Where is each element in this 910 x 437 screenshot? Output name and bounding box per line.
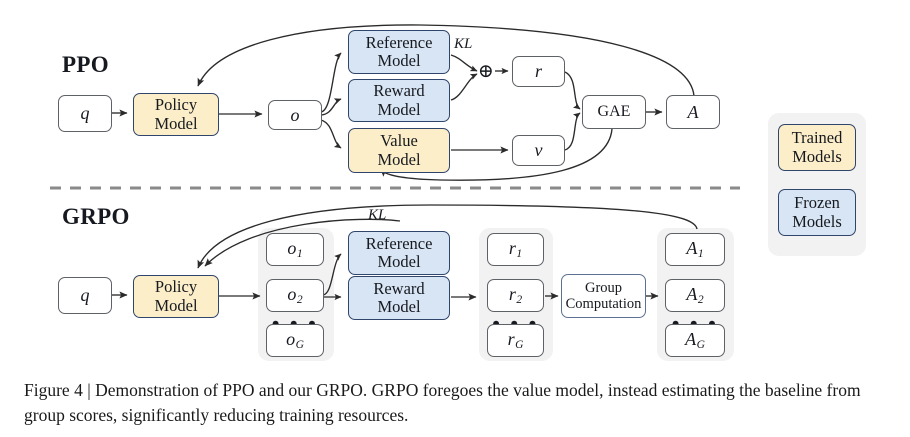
grpo-query-node: q	[58, 277, 112, 314]
ppo-gae-node: GAE	[582, 95, 646, 129]
grpo-output-2: o2	[266, 279, 324, 312]
ppo-kl-label: KL	[454, 36, 473, 52]
grpo-advantage-1: A1	[665, 233, 725, 266]
grpo-reward-1: r1	[487, 233, 544, 266]
ppo-value-estimate-node: v	[512, 135, 565, 166]
ppo-section-title: PPO	[62, 52, 109, 77]
legend-frozen-models: Frozen Models	[778, 189, 856, 236]
grpo-advantage-g: AG	[665, 324, 725, 357]
figure-caption: Figure 4 | Demonstration of PPO and our …	[24, 380, 861, 425]
ppo-policy-model-node: Policy Model	[133, 93, 219, 136]
grpo-reward-2: r2	[487, 279, 544, 312]
ppo-output-node: o	[268, 100, 322, 130]
ppo-advantage-node: A	[666, 95, 720, 129]
legend-trained-models: Trained Models	[778, 124, 856, 171]
grpo-reward-model-node: Reward Model	[348, 276, 450, 320]
ppo-reward-model-node: Reward Model	[348, 79, 450, 122]
ppo-reward-value-node: r	[512, 56, 565, 87]
grpo-output-1: o1	[266, 233, 324, 266]
ppo-reference-model-node: Reference Model	[348, 30, 450, 74]
grpo-policy-model-node: Policy Model	[133, 275, 219, 318]
grpo-advantage-2: A2	[665, 279, 725, 312]
ppo-value-model-node: Value Model	[348, 128, 450, 173]
ppo-query-node: q	[58, 95, 112, 132]
grpo-section-title: GRPO	[62, 204, 130, 229]
ppo-plus-operator-icon: ⊕	[478, 61, 494, 82]
grpo-group-computation-node: Group Computation	[561, 274, 646, 318]
grpo-kl-label: KL	[368, 207, 387, 223]
grpo-reward-g: rG	[487, 324, 544, 357]
grpo-output-g: oG	[266, 324, 324, 357]
grpo-reference-model-node: Reference Model	[348, 231, 450, 275]
